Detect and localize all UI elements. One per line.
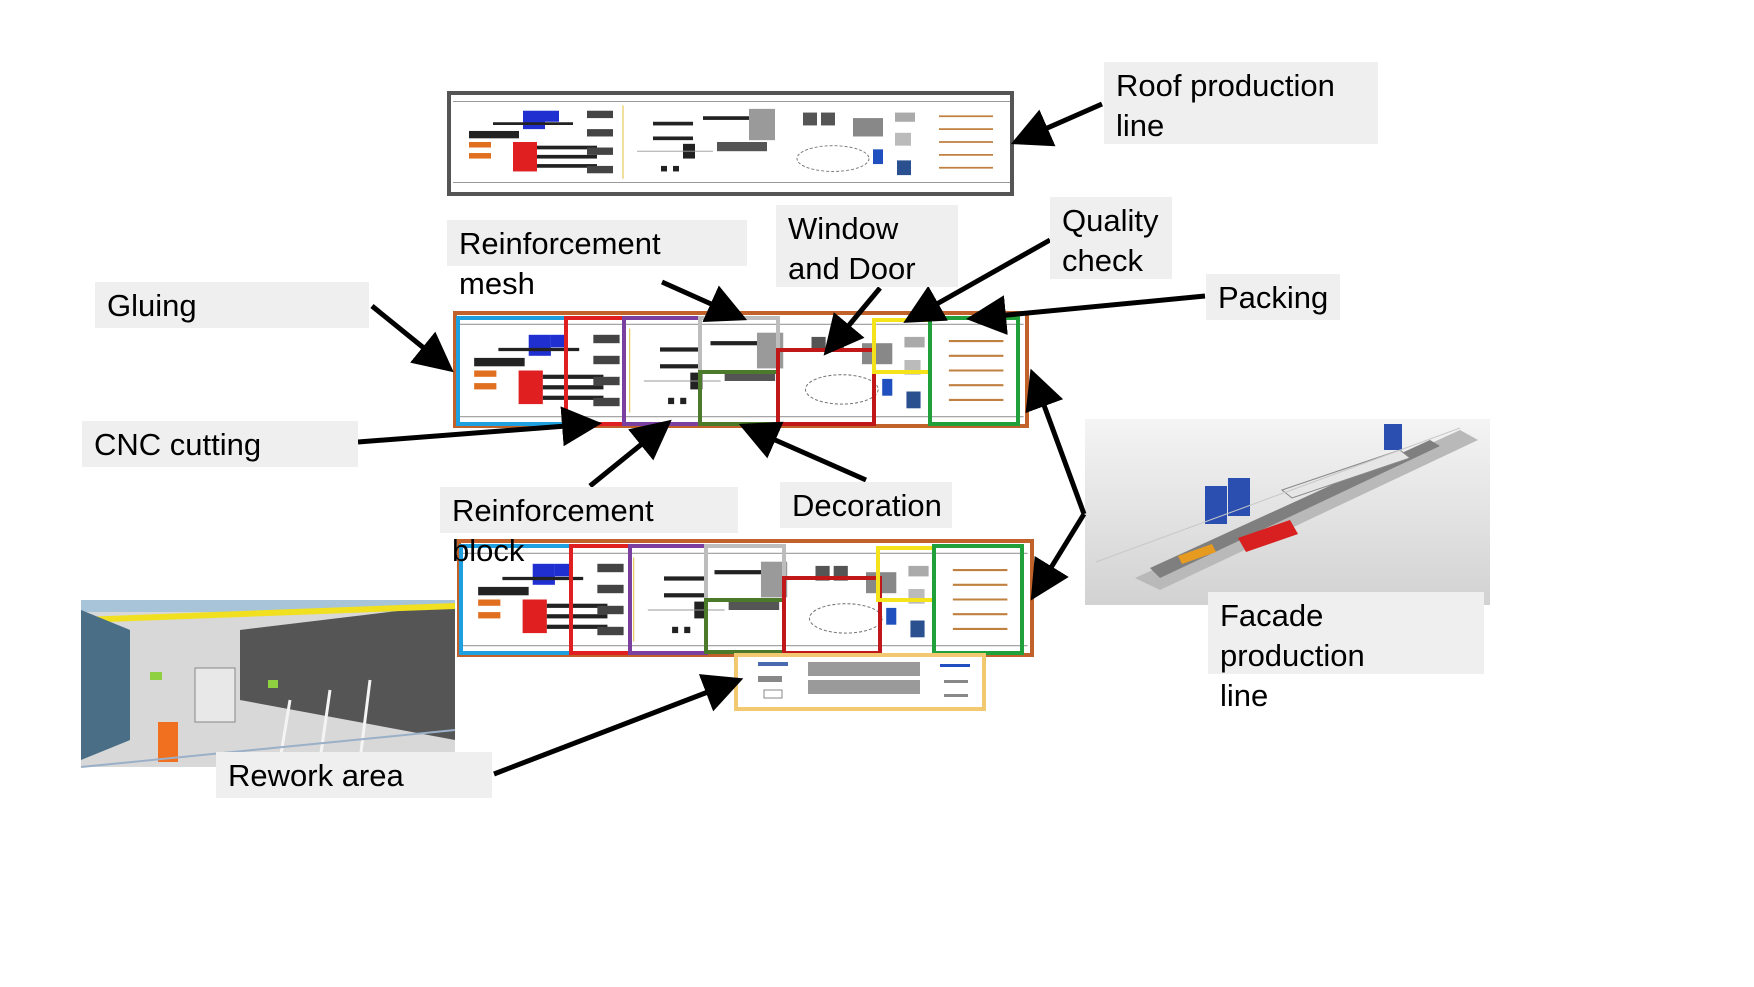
arrow-rework (493, 674, 744, 777)
label-roof-line-2: line (1116, 108, 1165, 143)
facade-3d-render (1085, 419, 1490, 605)
arrow-cnc (357, 406, 602, 447)
label-reinforcement-block: Reinforcement block (440, 487, 738, 568)
label-cnc-cutting: CNC cutting (82, 421, 358, 467)
label-facade-production-line: Facade production line (1208, 592, 1484, 713)
label-roof-line-1: Roof production (1116, 68, 1335, 103)
label-window-and-door: Window and Door (776, 205, 958, 287)
rework-3d-render (80, 600, 456, 768)
arrow-facade-bottom (1030, 512, 1087, 601)
roof-production-schematic (447, 91, 1015, 196)
label-quality-check: Quality check (1050, 197, 1172, 279)
rework-schematic (734, 653, 986, 711)
label-packing: Packing (1206, 274, 1340, 320)
arrow-reinforcement-block (588, 419, 672, 488)
label-decoration: Decoration (780, 482, 952, 528)
arrow-reinforcement-mesh (660, 279, 748, 323)
arrow-packing (966, 293, 1206, 336)
arrow-roof (1010, 101, 1104, 147)
arrow-decoration (738, 421, 868, 483)
facade-schematic-top (453, 311, 1029, 428)
arrow-window-door (823, 286, 882, 356)
arrows (357, 101, 1206, 777)
arrow-gluing (370, 304, 454, 373)
label-roof-production-line: Roof production line (1104, 62, 1378, 144)
label-rework-area: Rework area (216, 752, 492, 798)
arrow-quality-check (903, 237, 1052, 323)
label-reinforcement-mesh: Reinforcement mesh (447, 220, 747, 301)
arrow-facade-top (1025, 368, 1087, 515)
label-gluing: Gluing (95, 282, 369, 328)
